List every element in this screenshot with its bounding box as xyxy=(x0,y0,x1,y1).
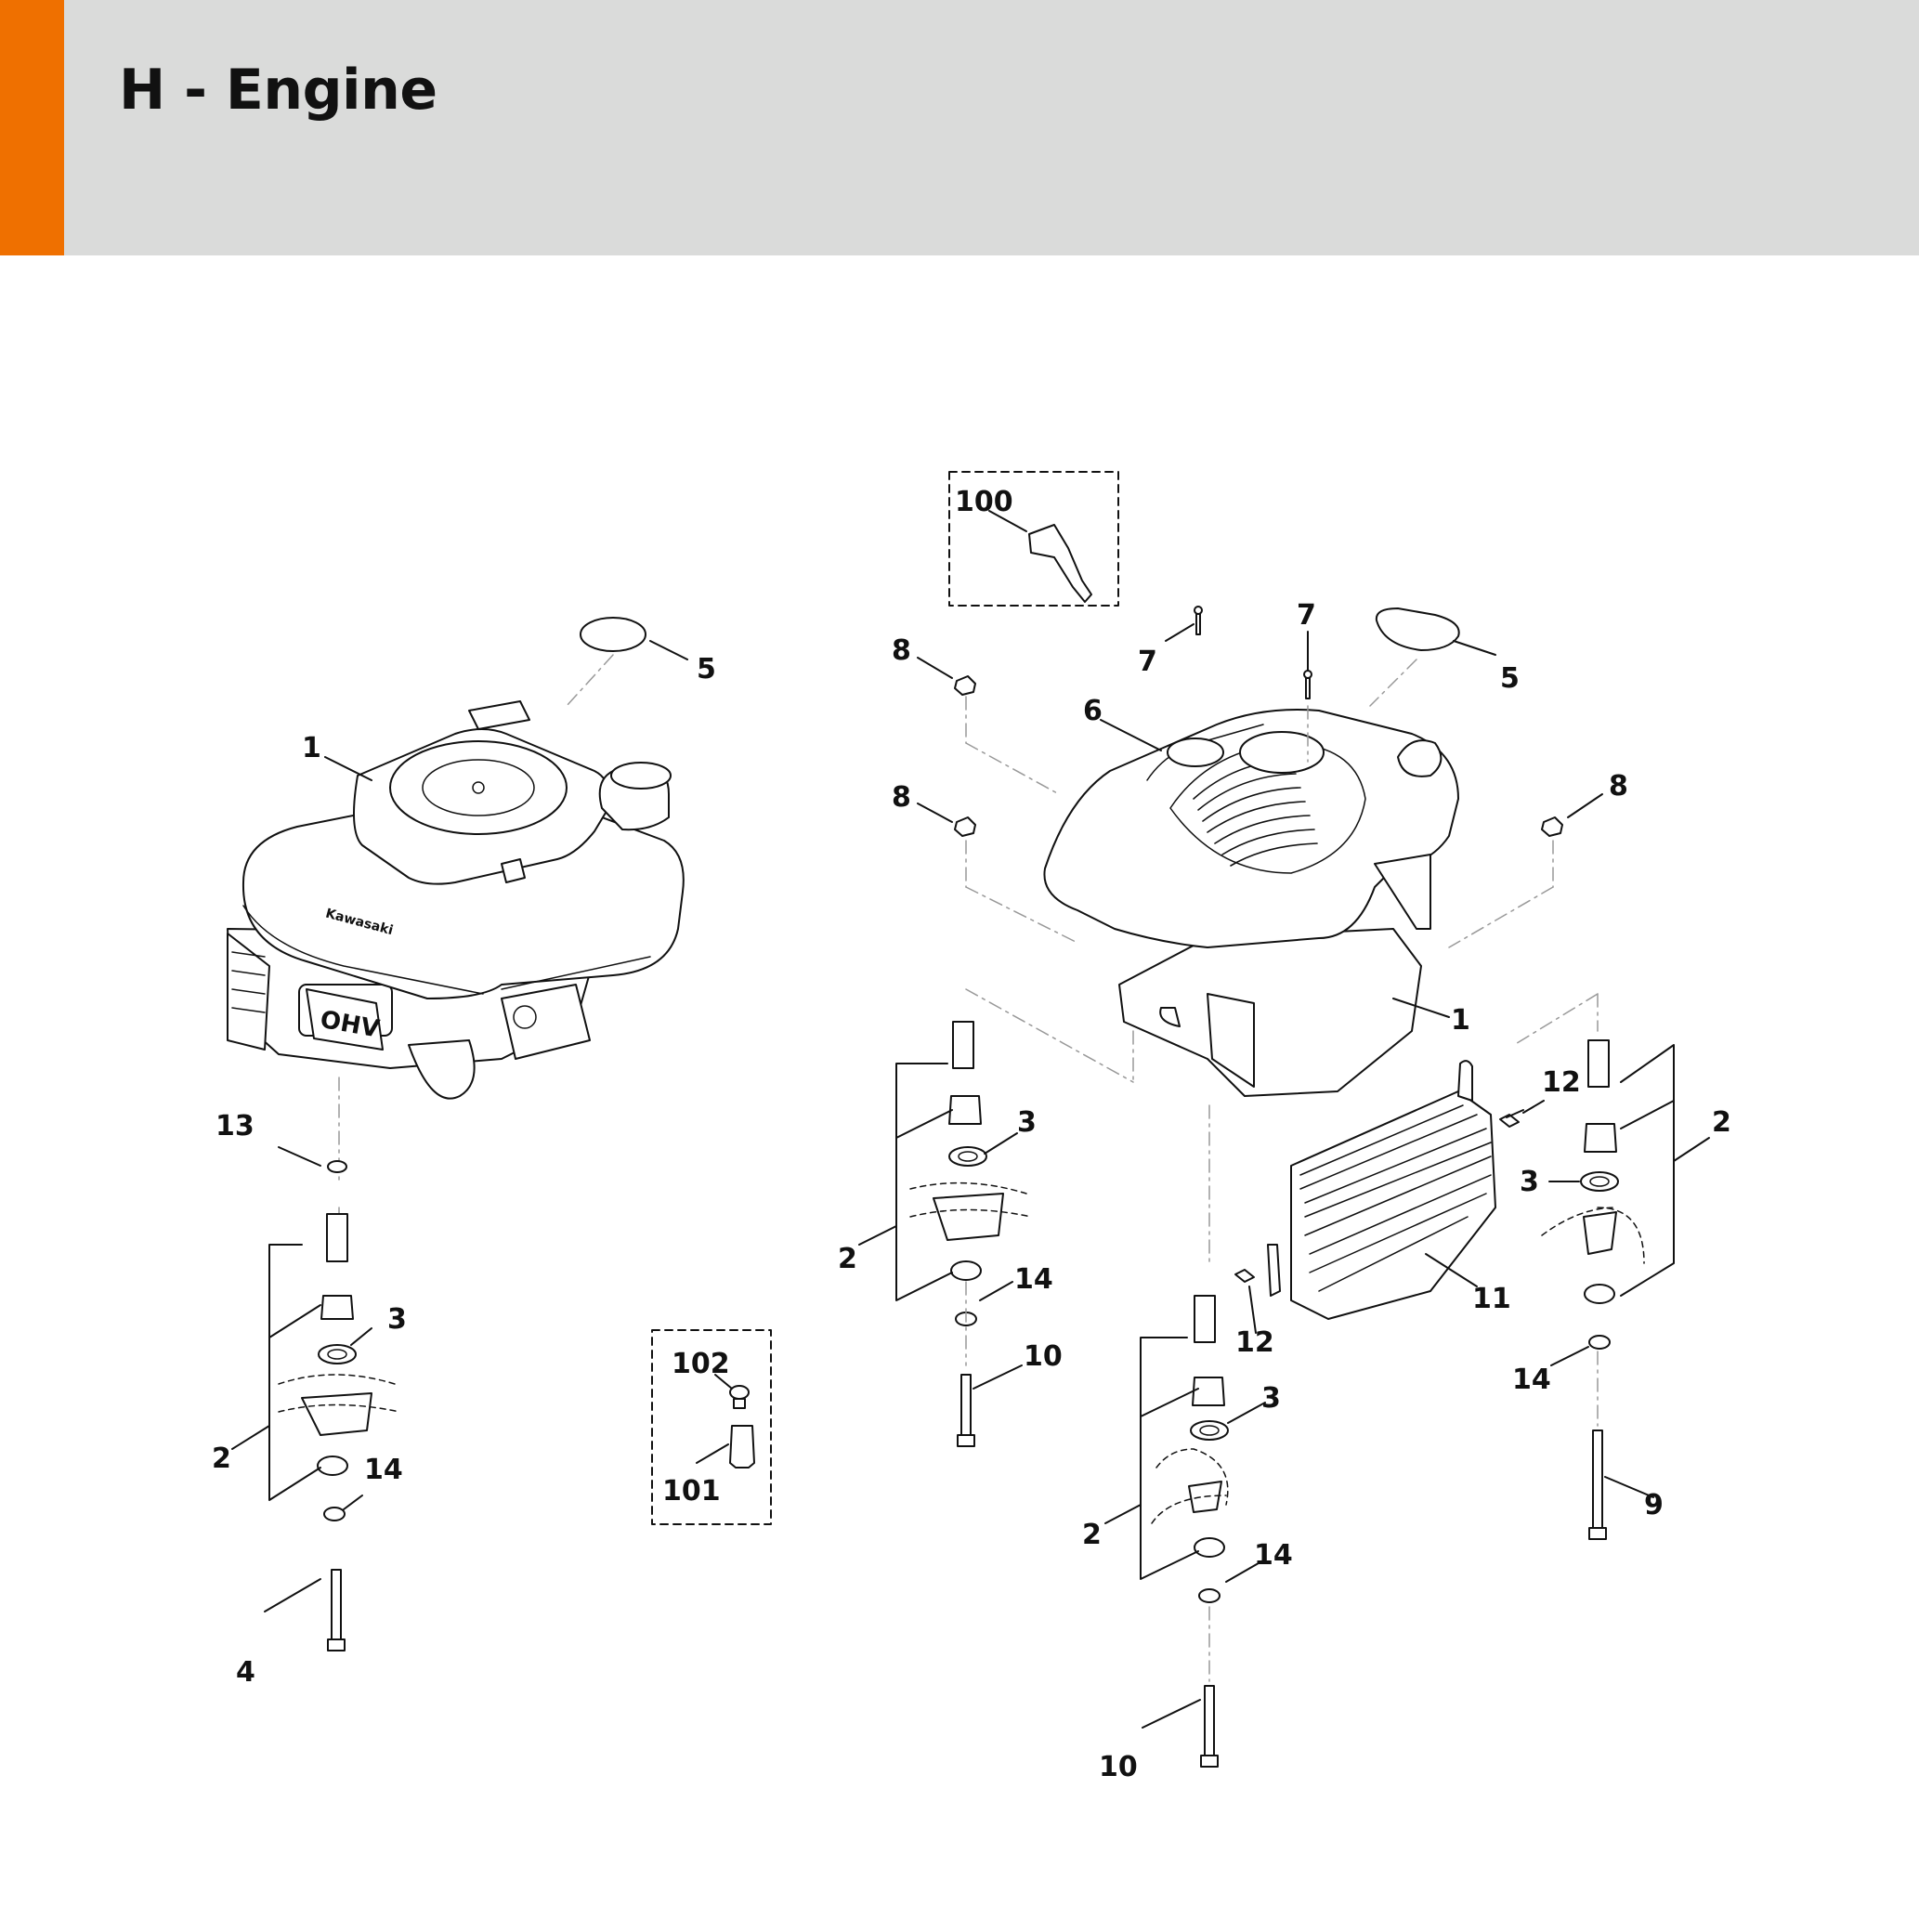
callout-7: 7 xyxy=(1138,646,1157,678)
callout-12: 12 xyxy=(1542,1066,1581,1099)
callout-1: 1 xyxy=(1451,1004,1470,1037)
callout-6: 6 xyxy=(1083,695,1103,727)
header-bar xyxy=(0,0,1919,255)
callout-3: 3 xyxy=(1261,1382,1281,1415)
callout-2: 2 xyxy=(212,1442,231,1475)
spark-plug-cap-box xyxy=(948,471,1119,607)
callout-4: 4 xyxy=(236,1656,255,1689)
callout-12: 12 xyxy=(1235,1326,1274,1359)
right-mount-stack xyxy=(1541,1039,1710,1540)
muffler-guard xyxy=(1267,1060,1496,1320)
middle-mount-stack xyxy=(858,1021,1032,1447)
callout-13: 13 xyxy=(215,1110,255,1142)
callout-8: 8 xyxy=(892,781,911,814)
callout-3: 3 xyxy=(387,1303,407,1336)
callout-3: 3 xyxy=(1520,1166,1539,1198)
callout-101: 101 xyxy=(662,1475,721,1508)
page-title: H - Engine xyxy=(119,58,437,123)
callout-100: 100 xyxy=(955,486,1013,518)
callout-102: 102 xyxy=(672,1348,730,1380)
part-102 xyxy=(729,1385,750,1400)
callout-14: 14 xyxy=(1512,1364,1551,1396)
callout-14: 14 xyxy=(1014,1263,1053,1296)
header-accent xyxy=(0,0,64,255)
callout-10: 10 xyxy=(1099,1751,1138,1783)
callout-5: 5 xyxy=(1500,662,1520,695)
callout-8: 8 xyxy=(892,634,911,667)
screw-12-right xyxy=(1499,1109,1524,1128)
callout-1: 1 xyxy=(302,732,321,764)
callout-5: 5 xyxy=(697,653,716,685)
engine-assembly-illustration: OHV Kawasaki xyxy=(227,700,685,1100)
callout-2: 2 xyxy=(1082,1519,1102,1551)
nut-8-mid xyxy=(954,816,976,837)
screw-12-left xyxy=(1234,1269,1255,1283)
spark-plug-cap xyxy=(1028,524,1092,603)
callout-2: 2 xyxy=(838,1243,857,1275)
callout-14: 14 xyxy=(1254,1539,1293,1572)
part-101 xyxy=(729,1425,755,1469)
callout-14: 14 xyxy=(364,1454,403,1486)
filter-element xyxy=(1375,607,1460,651)
callout-8: 8 xyxy=(1609,770,1628,803)
callout-9: 9 xyxy=(1644,1489,1664,1521)
nut-8-top xyxy=(954,675,976,696)
fitting-box xyxy=(651,1329,772,1525)
callout-2: 2 xyxy=(1712,1106,1731,1139)
engine-shroud-illustration xyxy=(1043,709,1459,1097)
callout-7: 7 xyxy=(1297,599,1316,632)
lower-mount-stack xyxy=(1104,1295,1229,1768)
callout-10: 10 xyxy=(1024,1340,1063,1373)
callout-11: 11 xyxy=(1472,1283,1511,1315)
callout-3: 3 xyxy=(1017,1106,1037,1139)
nut-8-right xyxy=(1541,816,1563,837)
filter-element-disc xyxy=(580,617,646,652)
left-mount-stack xyxy=(231,1160,400,1651)
